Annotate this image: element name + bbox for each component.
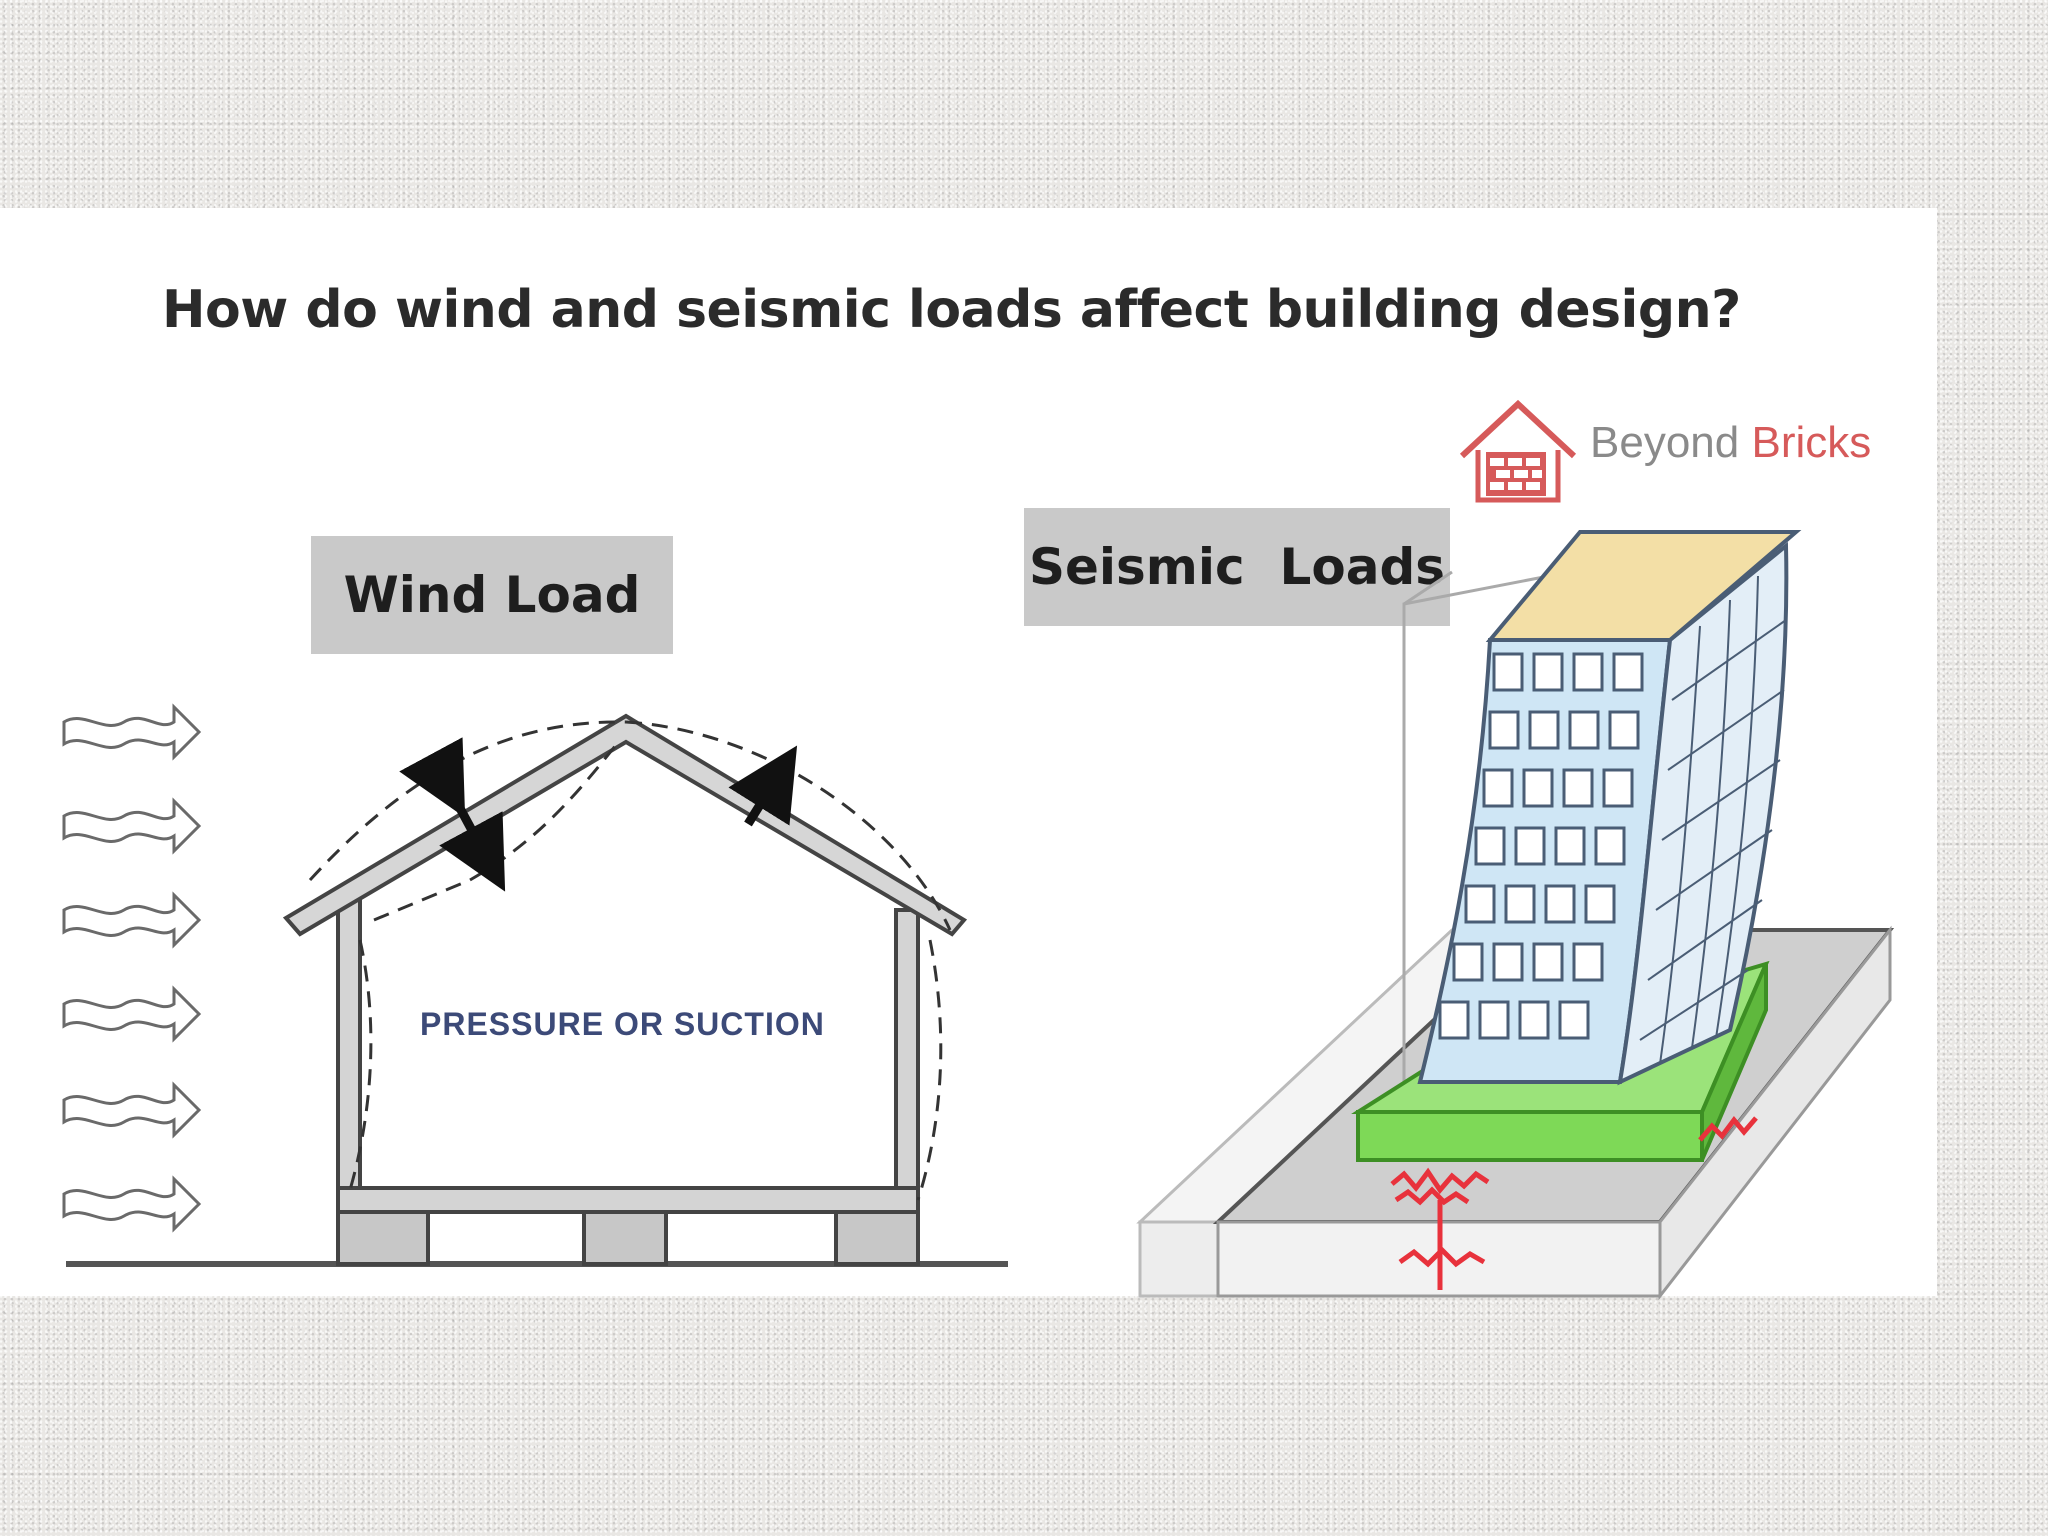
wind-arrow-icon [62, 1177, 201, 1231]
brand-name-part2: Bricks [1751, 418, 1872, 467]
wind-arrow-icon [62, 893, 201, 947]
wind-arrow-icon [62, 705, 201, 759]
wind-arrow-icon [62, 987, 201, 1041]
seismic-loads-label: Seismic Loads [1024, 508, 1450, 626]
brand-name-part1: Beyond [1590, 418, 1740, 467]
wind-load-label: Wind Load [311, 536, 673, 654]
up-arrow-icon [728, 745, 798, 827]
page-title: How do wind and seismic loads affect bui… [162, 280, 1741, 340]
wind-arrow-icon [62, 1083, 201, 1137]
seismic-wave-marks [1390, 1115, 1758, 1290]
seismic-building-drawing [1136, 530, 1895, 1301]
pressure-suction-annotation: PRESSURE OR SUCTION [420, 1006, 825, 1042]
house-drawing [66, 713, 1008, 1267]
wind-arrow-icon [62, 799, 201, 853]
wind-arrows [62, 705, 201, 1231]
double-arrow-icon [399, 737, 506, 892]
house-logo-icon [1459, 399, 1577, 503]
brand-name: Beyond Bricks [1590, 418, 1871, 468]
